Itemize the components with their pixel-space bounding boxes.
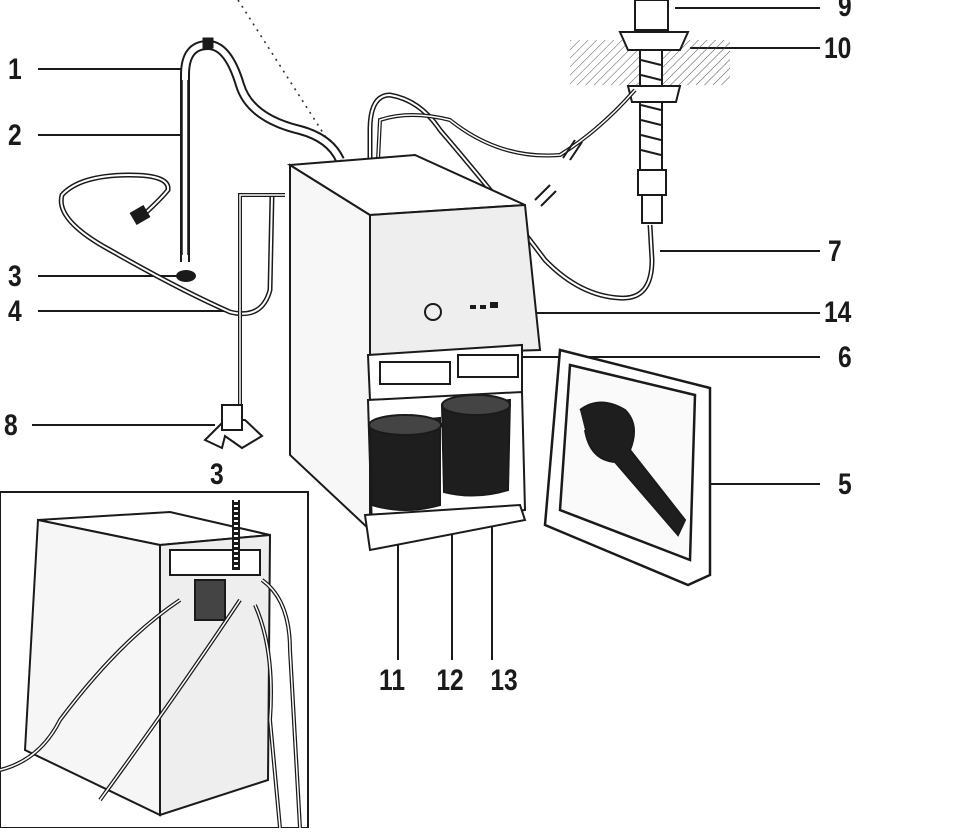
callout-6: 6 [838, 341, 852, 374]
callout-10: 10 [824, 32, 852, 65]
inset-unit [23, 510, 272, 817]
callout-9: 9 [838, 0, 852, 23]
callout-1: 1 [8, 53, 22, 86]
control-knob-icon [424, 303, 442, 321]
callout-11: 11 [378, 664, 406, 697]
callout-3: 3 [8, 260, 22, 293]
callout-8: 8 [4, 409, 18, 442]
wrench-icon [579, 401, 687, 537]
callout-14: 14 [824, 296, 852, 329]
mounting-bracket-icon [203, 404, 264, 450]
hose-connector-icon [129, 204, 151, 226]
callout-13: 13 [490, 664, 518, 697]
standpipe-icon [180, 37, 345, 262]
callout-4: 4 [8, 295, 22, 328]
callout-2: 2 [8, 119, 22, 152]
compression-nut-icon [176, 270, 196, 282]
faucet-icon [618, 0, 690, 224]
filter-cartridge-icon [368, 394, 512, 511]
callout-3-inset: 3 [210, 458, 224, 491]
callout-5: 5 [838, 468, 852, 501]
callout-7: 7 [828, 235, 842, 268]
callout-12: 12 [436, 664, 464, 697]
